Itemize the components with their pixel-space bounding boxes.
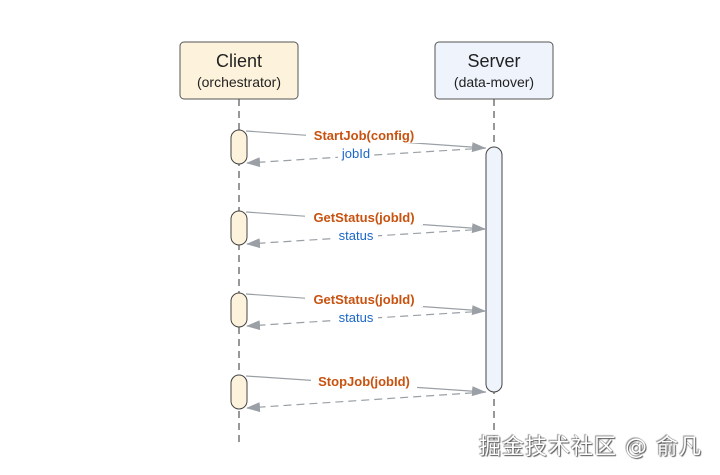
reply-label-3: status <box>339 310 374 325</box>
participant-client-subtitle: (orchestrator) <box>197 74 281 90</box>
call-label-1: StartJob(config) <box>314 128 414 143</box>
client-activation-1 <box>230 129 248 165</box>
participant-server-subtitle: (data-mover) <box>454 74 534 90</box>
participant-client-title: Client <box>216 51 262 71</box>
reply-arrow-4 <box>246 391 487 413</box>
call-label-4: StopJob(jobId) <box>318 374 410 389</box>
client-activation-2 <box>230 210 248 246</box>
participant-server: Server (data-mover) <box>434 41 554 100</box>
server-activation-bar <box>485 146 503 393</box>
reply-label-2: status <box>339 228 374 243</box>
client-activation-4 <box>230 374 248 410</box>
watermark: 掘金技术社区 @ 俞凡 <box>479 435 702 460</box>
client-activation-3 <box>230 292 248 328</box>
call-label-2: GetStatus(jobId) <box>313 210 414 225</box>
reply-label-1: jobId <box>341 146 370 161</box>
participant-client: Client (orchestrator) <box>179 41 299 100</box>
call-label-3: GetStatus(jobId) <box>313 292 414 307</box>
participant-server-title: Server <box>467 51 520 71</box>
